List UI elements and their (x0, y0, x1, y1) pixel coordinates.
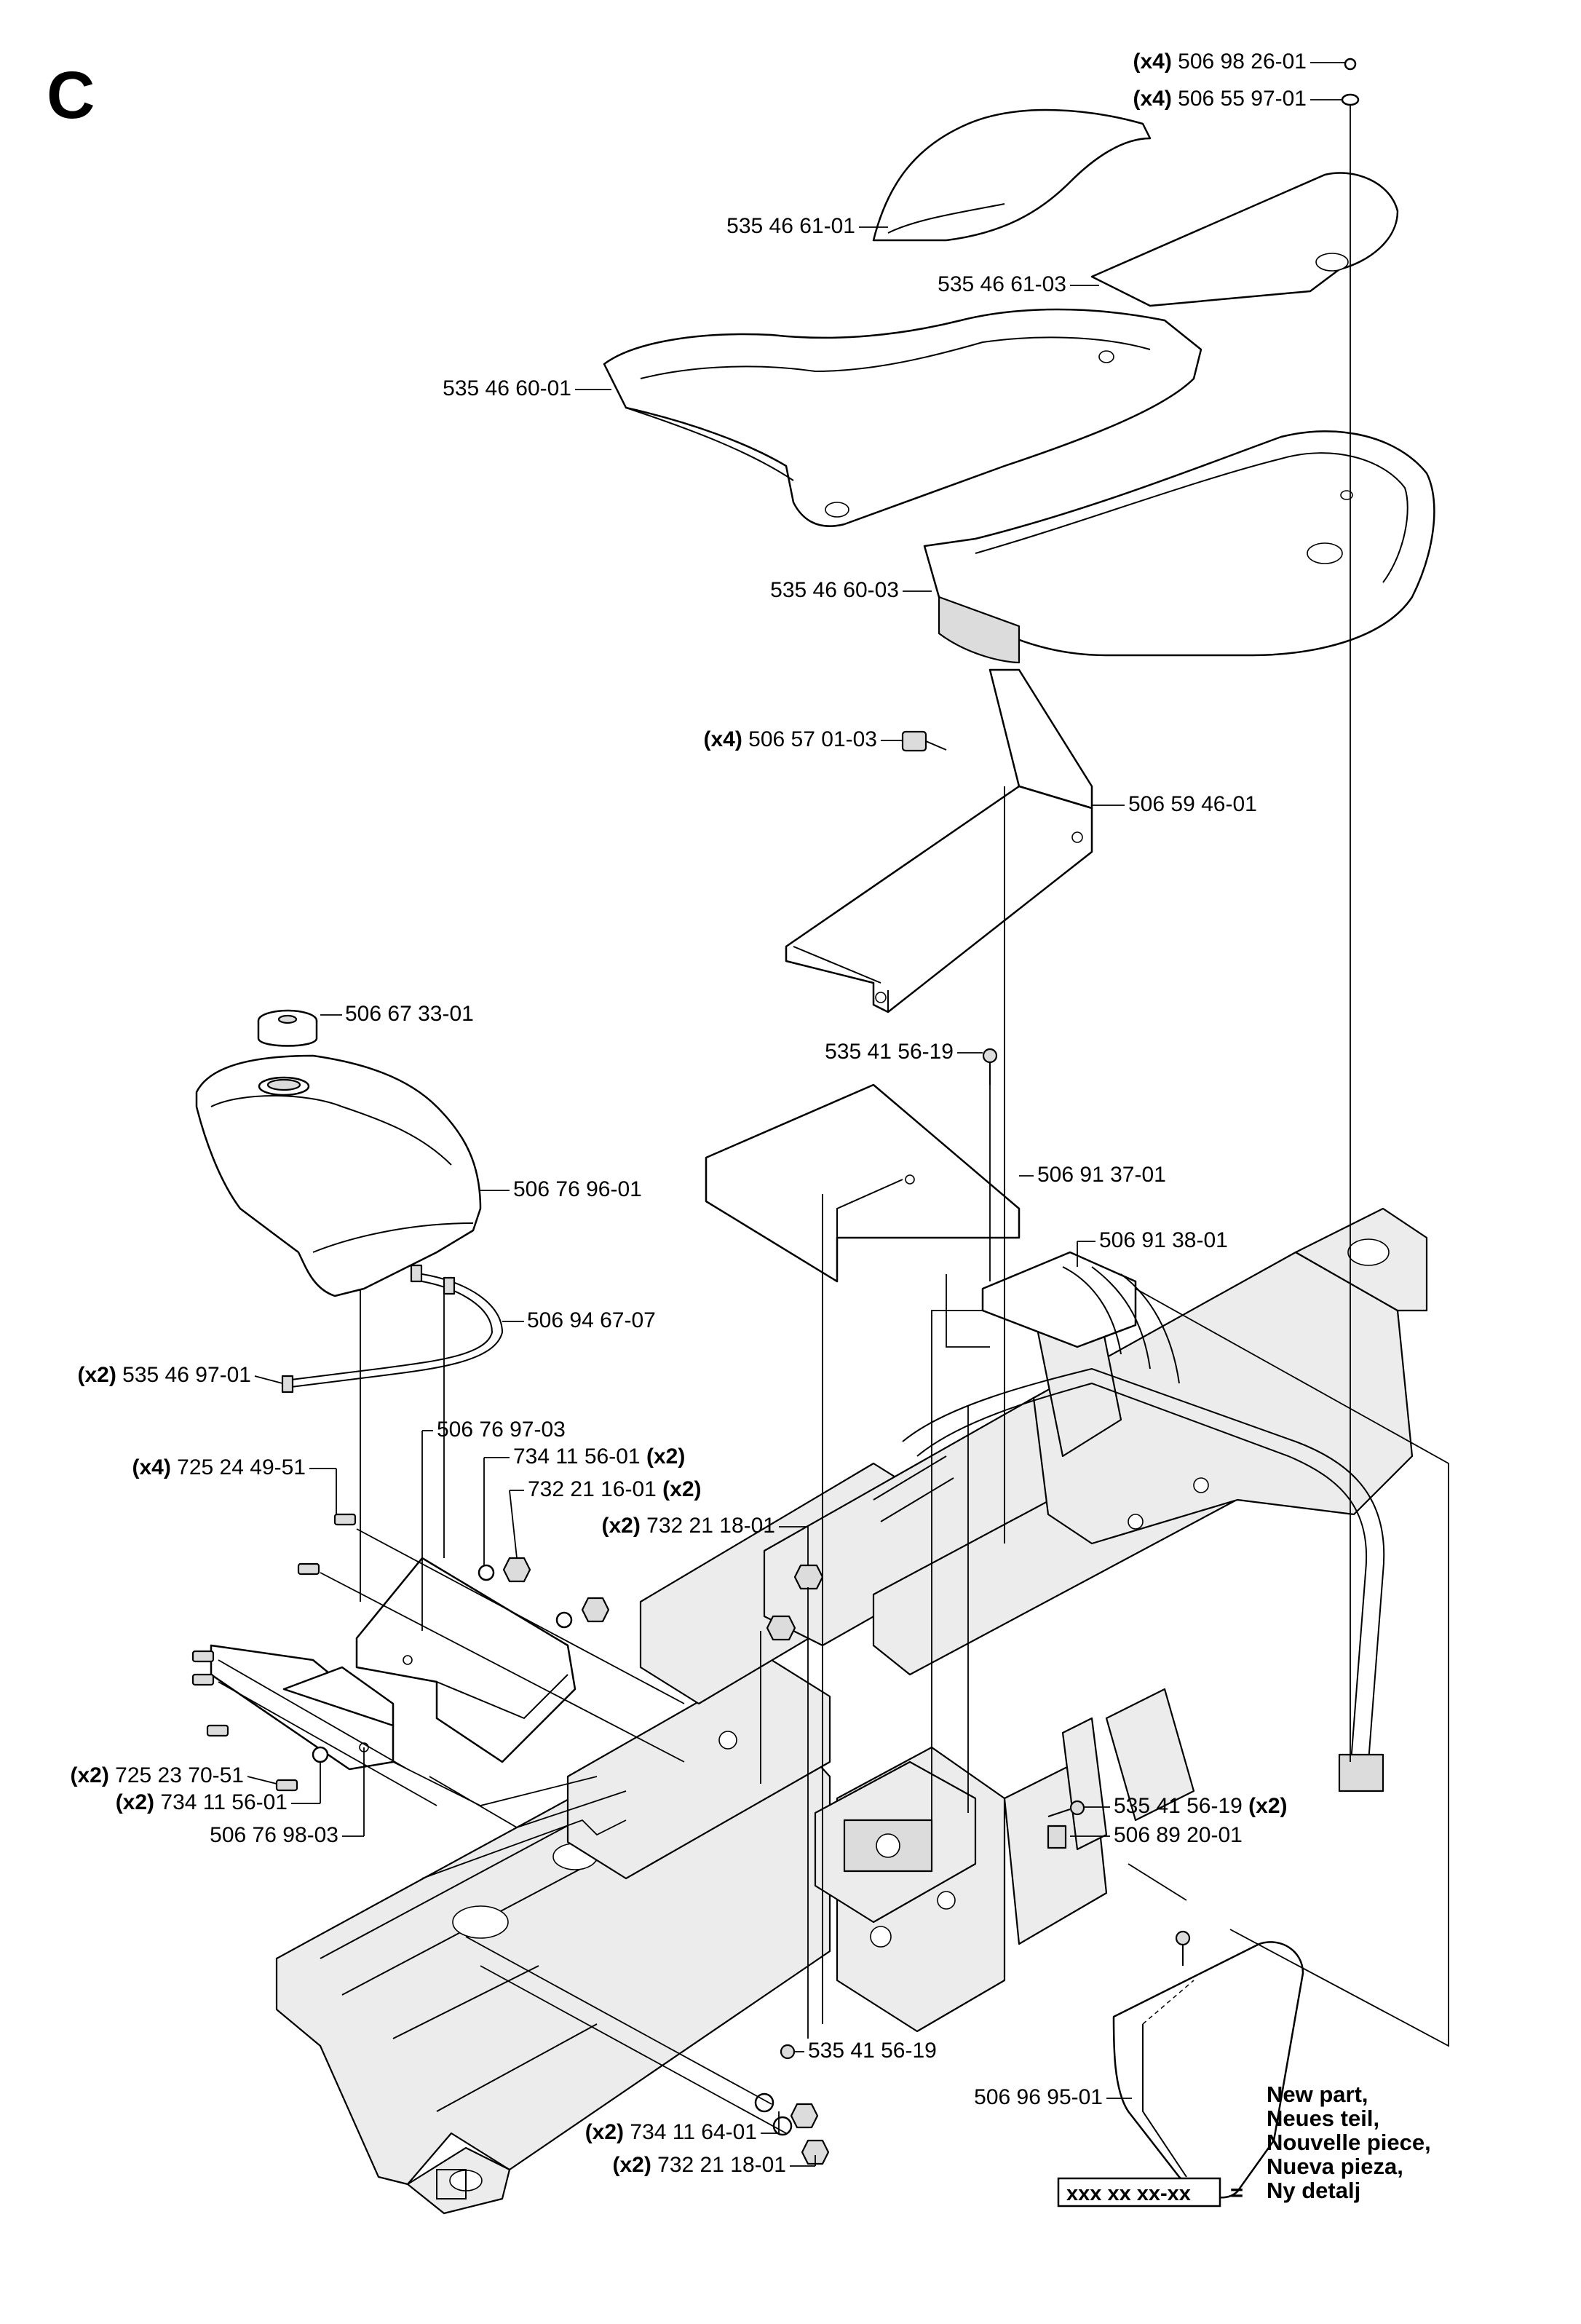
clip-drawing (1047, 1825, 1067, 1849)
fuel-cap-drawing (257, 1009, 318, 1047)
legend-line-4: Nueva pieza, (1267, 2154, 1403, 2179)
callout-tank-bracket-lower: 506 76 98-03 (210, 1823, 338, 1847)
callout-washer-top: (x4) 506 55 97-01 (1133, 87, 1307, 111)
callout-clip: 506 89 20-01 (1114, 1823, 1243, 1847)
legend-line-2: Neues teil, (1267, 2106, 1379, 2131)
seat-pad-left-drawing (872, 108, 1152, 242)
callout-nut-frame: (x2) 732 21 18-01 (601, 1514, 775, 1538)
callout-nut-bottom: (x2) 732 21 18-01 (612, 2153, 786, 2177)
callout-washer-nut-top: (x4) 506 98 26-01 (1133, 50, 1307, 74)
callout-cover-plate: 506 91 37-01 (1037, 1163, 1166, 1187)
callout-side-cover: 506 96 95-01 (974, 2085, 1103, 2109)
seat-pad-right-drawing (1090, 172, 1399, 307)
assembly-lines (218, 106, 1449, 2134)
callout-hose-clamp: (x2) 535 46 97-01 (77, 1363, 251, 1387)
hardware-drawing (191, 58, 1360, 2165)
seat-bracket-drawing (785, 668, 1093, 1013)
legend: New part, Neues teil, Nouvelle piece, Nu… (1057, 2082, 1431, 2208)
tank-bracket-upper-drawing (355, 1557, 576, 1763)
callout-leaders (247, 62, 1345, 2167)
callout-fuel-line-bracket: 506 91 38-01 (1099, 1228, 1228, 1252)
legend-line-1: New part, (1267, 2082, 1368, 2107)
callout-washer-lower: (x2) 734 11 56-01 (116, 1790, 288, 1814)
fuel-tank-drawing (195, 1054, 482, 1297)
callout-nut-upper: 732 21 16-01 (x2) (528, 1477, 702, 1501)
legend-line-5: Ny detalj (1267, 2178, 1360, 2203)
section-letter: C (47, 58, 95, 133)
callout-fuel-hose: 506 94 67-07 (527, 1308, 656, 1332)
callout-fuel-cap: 506 67 33-01 (345, 1002, 474, 1026)
callout-bolt-lower: (x2) 725 23 70-51 (70, 1763, 244, 1787)
chassis-frame-drawing (275, 1207, 1428, 2215)
callout-seat-pad-left: 535 46 61-01 (726, 214, 855, 238)
callout-bolt-upper: (x4) 725 24 49-51 (132, 1455, 306, 1479)
new-part-code: xxx xx xx-xx (1066, 2182, 1191, 2205)
legend-line-3: Nouvelle piece, (1267, 2130, 1431, 2155)
callout-seat-pad-right: 535 46 61-03 (938, 272, 1066, 296)
legend-equals: = (1230, 2180, 1243, 2205)
callout-fuel-tank: 506 76 96-01 (513, 1177, 642, 1201)
callout-screw-bottom: 535 41 56-19 (808, 2039, 937, 2063)
callout-washer-upper: 734 11 56-01 (x2) (513, 1444, 685, 1469)
callout-bolt-seat-bracket: (x4) 506 57 01-03 (703, 727, 877, 751)
callout-seat-bracket: 506 59 46-01 (1128, 792, 1257, 816)
callout-screw-side: 535 41 56-19 (x2) (1114, 1794, 1288, 1818)
new-part-code-box (1057, 2177, 1221, 2208)
callout-seat-pan-right: 535 46 60-03 (770, 578, 899, 602)
seat-pan-right-drawing (923, 430, 1435, 664)
callout-washer-bottom: (x2) 734 11 64-01 (585, 2120, 757, 2144)
callout-tank-bracket-upper: 506 76 97-03 (437, 1418, 566, 1442)
seat-pan-left-drawing (603, 308, 1202, 527)
callout-screw-cover: 535 41 56-19 (825, 1040, 954, 1064)
callout-seat-pan-left: 535 46 60-01 (443, 376, 571, 400)
cover-plate-drawing (705, 1083, 1021, 1283)
fuel-hose-drawing (281, 1264, 504, 1394)
tank-bracket-lower-drawing (210, 1644, 395, 1771)
